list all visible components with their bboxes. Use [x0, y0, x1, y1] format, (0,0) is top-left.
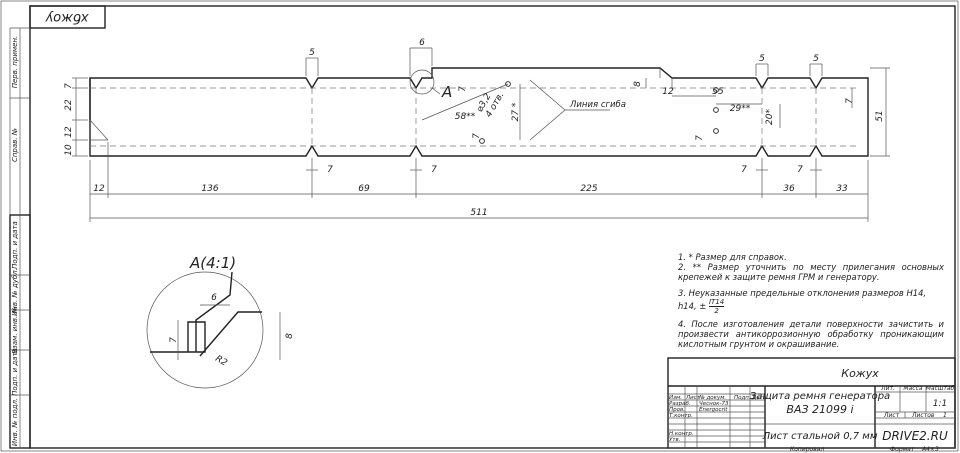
- tb-h-sheets: Листов: [911, 412, 935, 419]
- side-label-4: Инв. № дубл.: [11, 268, 19, 316]
- side-label-7: Инв. № подл.: [11, 398, 19, 446]
- tb-doc-name-1: Защита ремня генератора: [750, 391, 890, 402]
- dim-7b: 7: [472, 133, 482, 139]
- dim-left-10: 10: [64, 144, 74, 156]
- note-4: 4. После изготовления детали поверхности…: [678, 319, 944, 349]
- dim-b33: 33: [836, 184, 848, 194]
- part-outline: [89, 67, 869, 157]
- dim-27: 27 *: [511, 102, 521, 121]
- title-block-grid: [667, 357, 956, 449]
- dim-notch-w2: 5: [759, 54, 765, 64]
- dim-7d: 7: [845, 98, 855, 104]
- tb-doc-name-2: ВАЗ 21099 i: [786, 403, 853, 416]
- tolerance-den: 2: [714, 307, 719, 315]
- tb-r-prov: Пров.: [669, 407, 685, 413]
- stamp-code: хбжоу: [45, 10, 89, 25]
- dimension-lines: [72, 47, 890, 222]
- dim-29: 29**: [730, 104, 751, 114]
- bend-line-label: Линия сгиба: [569, 100, 626, 110]
- holes: [479, 81, 719, 144]
- dim-top-circle-w: 6: [419, 38, 425, 48]
- side-label-5: Взам. инв. №: [11, 306, 19, 354]
- tb-r-date: Дата: [751, 395, 767, 401]
- tb-h-lit: Лит.: [880, 385, 895, 392]
- tolerance-fraction: IT14 2: [708, 298, 725, 315]
- dim-bottom-7b: 7: [431, 165, 437, 175]
- dim-notch-w3: 5: [813, 54, 819, 64]
- side-label-3: Подп. и дата: [11, 221, 19, 269]
- detail-dim-8: 8: [285, 333, 295, 339]
- tb-r-tkontr: Т.контр.: [669, 413, 693, 419]
- detail-view: [146, 271, 281, 389]
- dim-12: 12: [662, 87, 674, 97]
- dim-notch-w: 5: [309, 48, 315, 58]
- side-label-6: Подп. и дата: [11, 348, 19, 396]
- dim-20: 20*: [765, 109, 775, 125]
- format-value: А4×3: [922, 446, 939, 453]
- copied-label: Копировал: [790, 446, 825, 453]
- tb-sheets: 1: [943, 412, 947, 419]
- format-label: Формат: [890, 446, 915, 453]
- detail-radius: R2: [213, 354, 229, 369]
- tb-r-izm: Изм.: [669, 395, 682, 401]
- dim-left-7: 7: [64, 83, 74, 89]
- side-label-2: Справ. №: [11, 128, 19, 162]
- tb-part-name: Кожух: [841, 367, 879, 380]
- tb-r-sign: Подп.: [734, 395, 751, 401]
- dim-55: 55: [712, 87, 724, 97]
- tb-r-list: Лист: [685, 395, 701, 401]
- tb-h-mass: Масса: [903, 385, 922, 392]
- dim-b36: 36: [783, 184, 795, 194]
- dimension-texts: 5 6 5 5 7 22 12 10 ⌀3,2 4 отв. 58** 27 *…: [64, 38, 885, 218]
- bend-line-leader: [529, 79, 610, 141]
- view-a-circle: [409, 69, 441, 95]
- side-labels: Перв. примен. Справ. № Подп. и дата Инв.…: [11, 36, 19, 446]
- dim-bottom-7a: 7: [327, 165, 333, 175]
- tb-org: DRIVE2.RU: [882, 429, 948, 443]
- tb-r-doc: № докум.: [698, 395, 726, 401]
- title-block-texts: Кожух Защита ремня генератора ВАЗ 21099 …: [669, 367, 955, 443]
- dim-left-12: 12: [64, 126, 74, 138]
- hidden-lines: [90, 87, 860, 147]
- tb-scale: 1:1: [933, 399, 947, 409]
- note-2: 2. ** Размер уточнить по месту прилегани…: [678, 262, 944, 282]
- dim-58: 58**: [455, 112, 476, 122]
- tb-h-sheet: Лист: [883, 412, 900, 419]
- detail-title: A(4:1): [189, 254, 236, 272]
- tb-r-utv: Утв.: [669, 437, 681, 443]
- dim-left-22: 22: [64, 99, 74, 111]
- note-3: 3. Неуказанные предельные отклонения раз…: [678, 288, 927, 311]
- tb-material: Лист стальной 0,7 мм: [762, 431, 878, 442]
- dim-b136: 136: [201, 184, 218, 194]
- dim-bottom-7d: 7: [797, 165, 803, 175]
- note-1: 1. * Размер для справок.: [678, 252, 787, 262]
- tb-h-scale: Масштаб: [926, 385, 955, 392]
- view-a-label: A: [441, 83, 452, 101]
- dim-7a: 7: [458, 86, 468, 92]
- detail-dim-7: 7: [169, 337, 179, 343]
- dim-7c: 7: [695, 135, 705, 141]
- dim-bottom-7c: 7: [741, 165, 747, 175]
- dim-b225: 225: [580, 184, 597, 194]
- tb-prov-name: Energocrit: [699, 407, 728, 413]
- dim-b12: 12: [93, 184, 105, 194]
- dim-b511: 511: [470, 208, 487, 218]
- note-3-row: 3. Неуказанные предельные отклонения раз…: [678, 288, 944, 315]
- tolerance-num: IT14: [708, 298, 725, 307]
- dim-51: 51: [875, 110, 885, 121]
- tb-r-nkontr: Н.контр.: [669, 431, 694, 437]
- detail-dim-6: 6: [211, 293, 217, 303]
- side-label-1: Перв. примен.: [11, 36, 19, 89]
- dim-8: 8: [633, 81, 643, 87]
- tb-razrab-name: Чеснок-73: [699, 401, 729, 407]
- notes-block: 1. * Размер для справок. 2. ** Размер ут…: [678, 252, 944, 349]
- tb-r-razrab: Разраб.: [669, 401, 691, 407]
- dim-b69: 69: [358, 184, 370, 194]
